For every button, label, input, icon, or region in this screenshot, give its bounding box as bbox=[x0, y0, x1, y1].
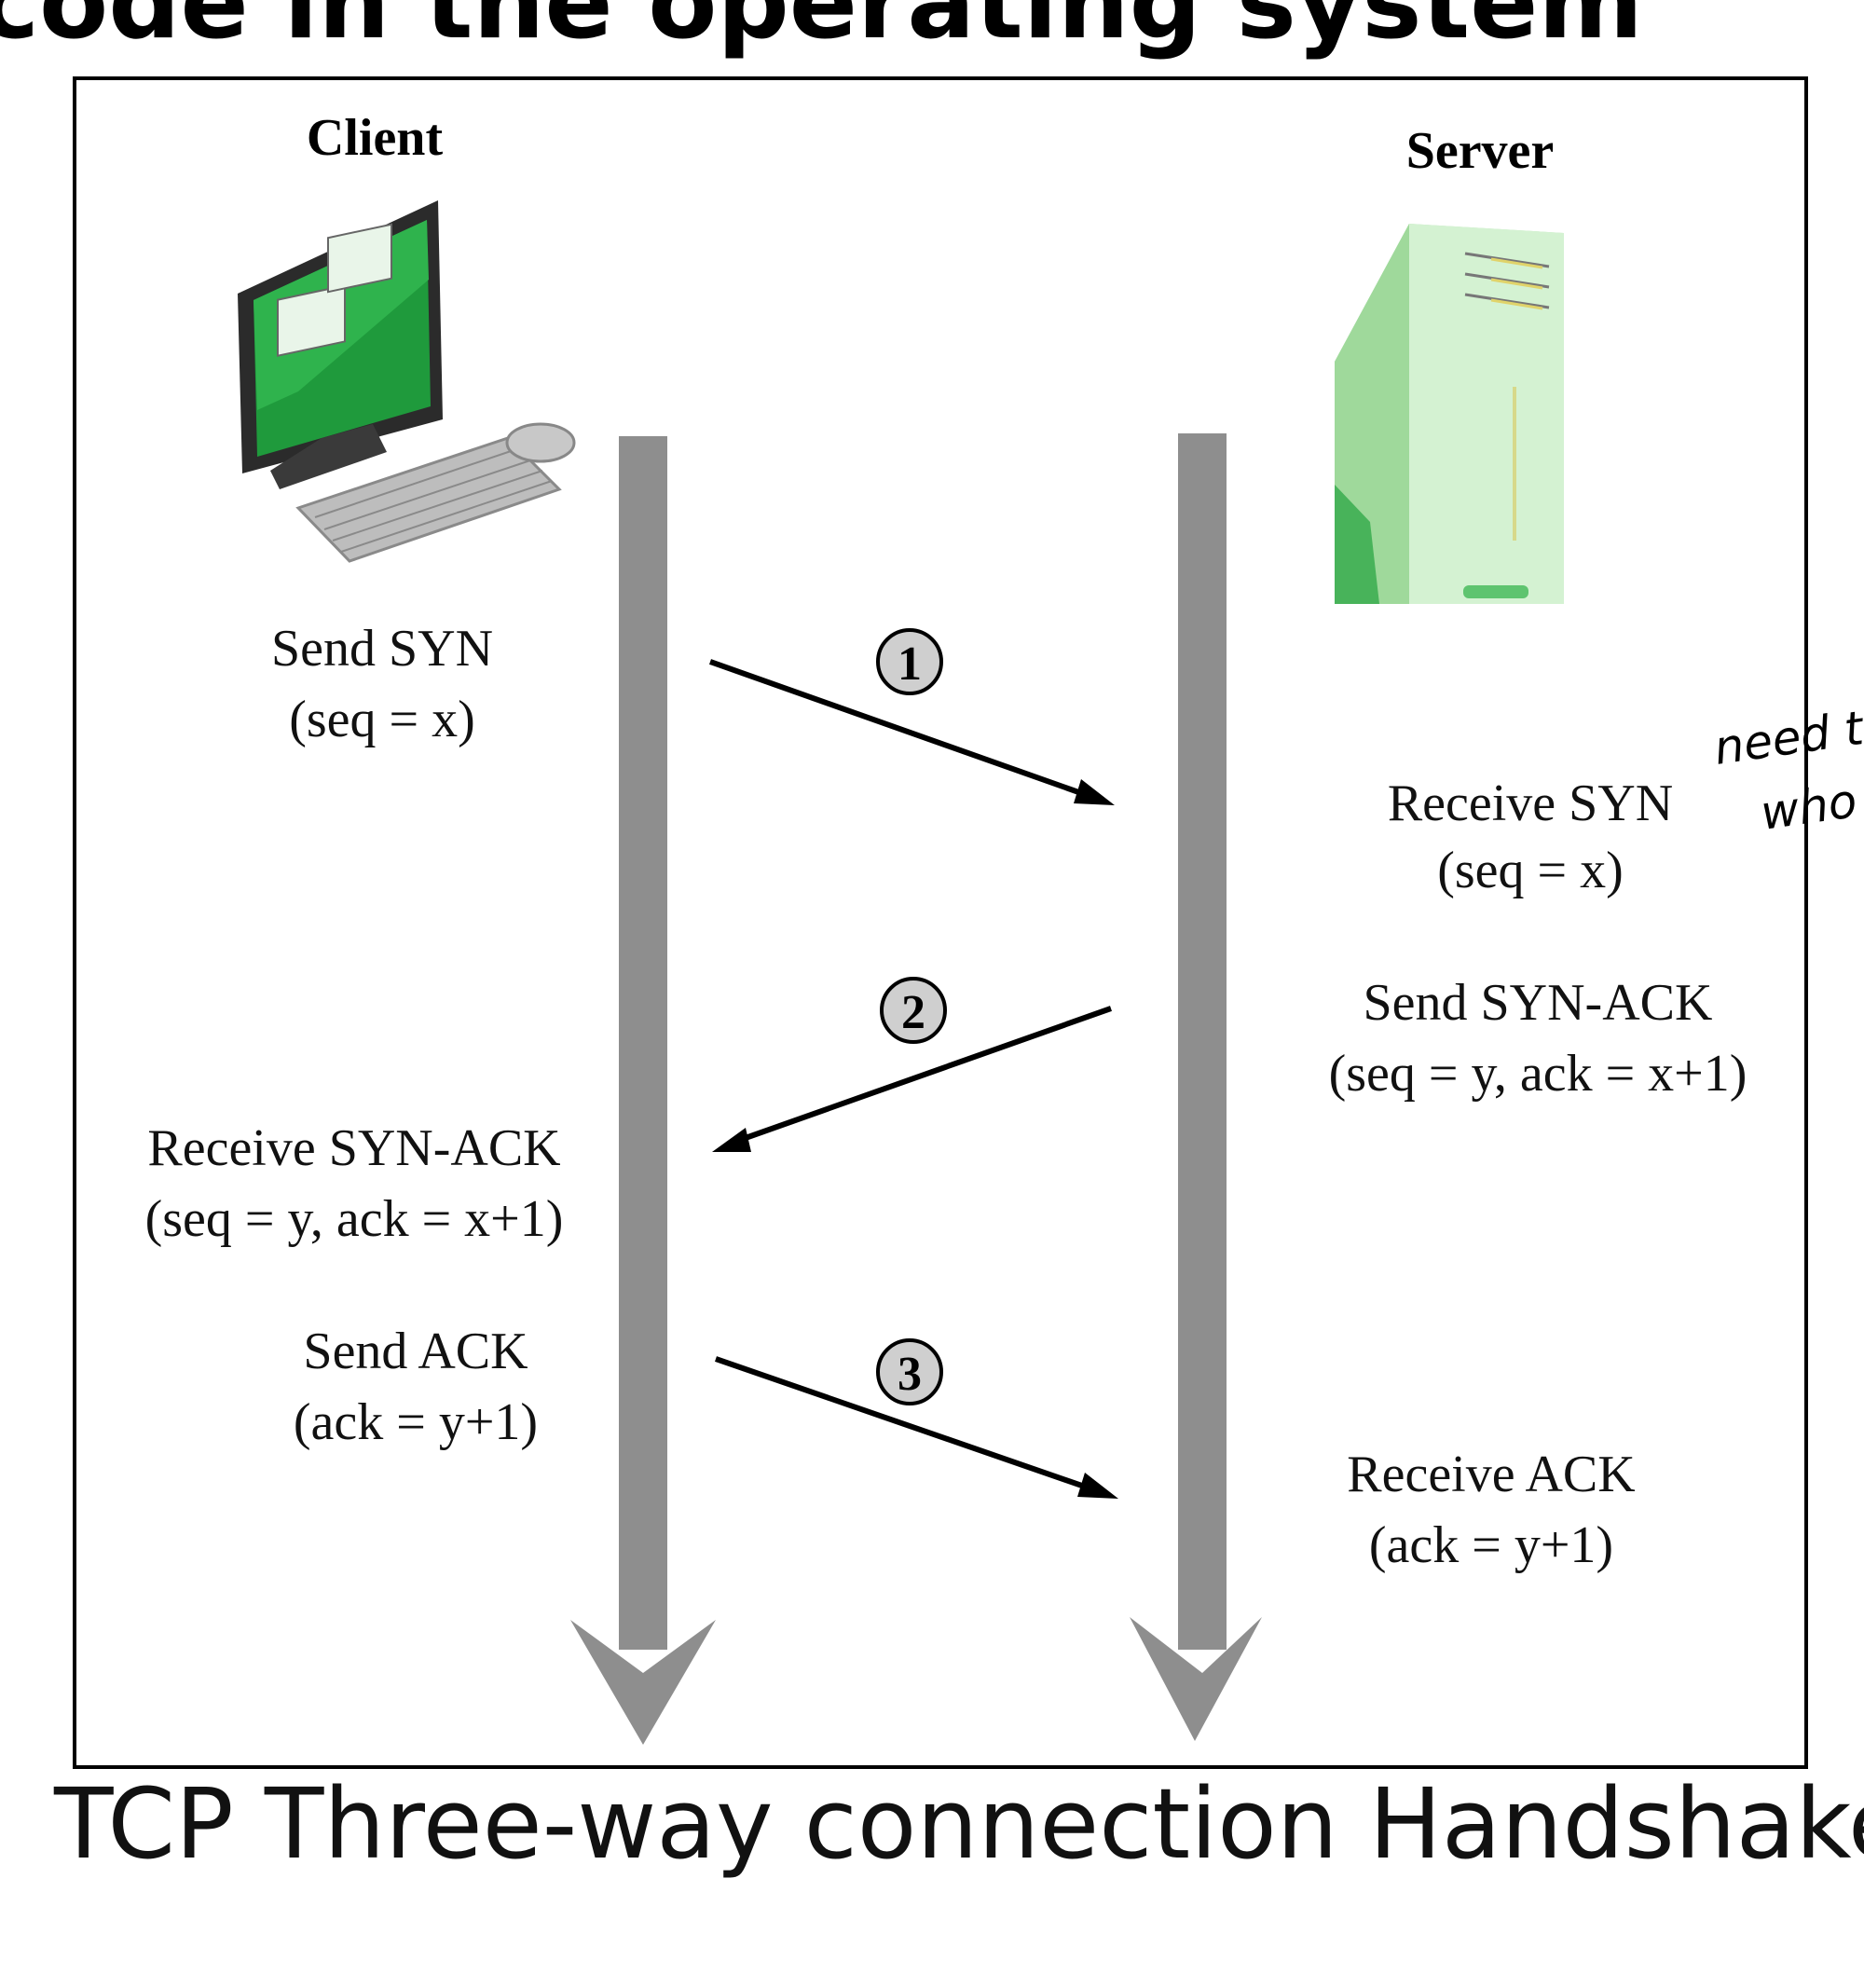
ack-arrow bbox=[715, 1356, 1118, 1499]
step-number-3: 3 bbox=[898, 1348, 922, 1401]
client-event-1-line2: (seq = x) bbox=[289, 691, 475, 748]
figure-caption: TCP Three-way connection Handshake bbox=[54, 1767, 1864, 1881]
client-label: Client bbox=[307, 109, 444, 167]
client-event-3-line1: Send ACK bbox=[303, 1323, 528, 1380]
server-event-2-line1: Send SYN-ACK bbox=[1364, 974, 1713, 1032]
server-timeline bbox=[1130, 433, 1262, 1741]
client-timeline bbox=[570, 436, 716, 1745]
syn-ack-arrow bbox=[712, 1006, 1113, 1152]
client-event-receive-syn-ack: Receive SYN-ACK (seq = y, ack = x+1) bbox=[145, 1119, 564, 1248]
handwritten-note: need t who bbox=[1711, 701, 1864, 841]
diagram-frame bbox=[73, 76, 1808, 1769]
server-event-3-line1: Receive ACK bbox=[1347, 1446, 1635, 1503]
server-event-receive-ack: Receive ACK (ack = y+1) bbox=[1347, 1446, 1635, 1574]
client-event-1-line1: Send SYN bbox=[271, 620, 493, 678]
handwritten-note-line2: who bbox=[1758, 774, 1860, 841]
desktop-computer-icon bbox=[238, 200, 576, 563]
server-label: Server bbox=[1406, 122, 1555, 180]
handwritten-note-line1: need t bbox=[1711, 701, 1864, 775]
client-event-2-line2: (seq = y, ack = x+1) bbox=[145, 1190, 564, 1248]
server-event-3-line2: (ack = y+1) bbox=[1369, 1516, 1613, 1574]
page-heading: code in the operating system bbox=[0, 0, 1643, 62]
step-badge-2: 2 bbox=[880, 977, 947, 1044]
server-event-receive-syn: Receive SYN (seq = x) bbox=[1388, 775, 1673, 899]
server-tower-icon bbox=[1335, 224, 1564, 604]
client-event-send-syn: Send SYN (seq = x) bbox=[271, 620, 493, 748]
step-badge-1: 1 bbox=[876, 628, 943, 695]
client-event-2-line1: Receive SYN-ACK bbox=[147, 1119, 560, 1177]
step-number-1: 1 bbox=[898, 638, 922, 691]
server-event-2-line2: (seq = y, ack = x+1) bbox=[1329, 1045, 1748, 1103]
client-event-send-ack: Send ACK (ack = y+1) bbox=[294, 1323, 538, 1451]
server-event-send-syn-ack: Send SYN-ACK (seq = y, ack = x+1) bbox=[1329, 974, 1748, 1103]
server-event-1-line2: (seq = x) bbox=[1437, 842, 1624, 899]
step-number-2: 2 bbox=[901, 986, 925, 1039]
client-event-3-line2: (ack = y+1) bbox=[294, 1393, 538, 1451]
syn-arrow bbox=[708, 659, 1115, 805]
step-badge-3: 3 bbox=[876, 1338, 943, 1405]
server-event-1-line1: Receive SYN bbox=[1388, 775, 1673, 832]
